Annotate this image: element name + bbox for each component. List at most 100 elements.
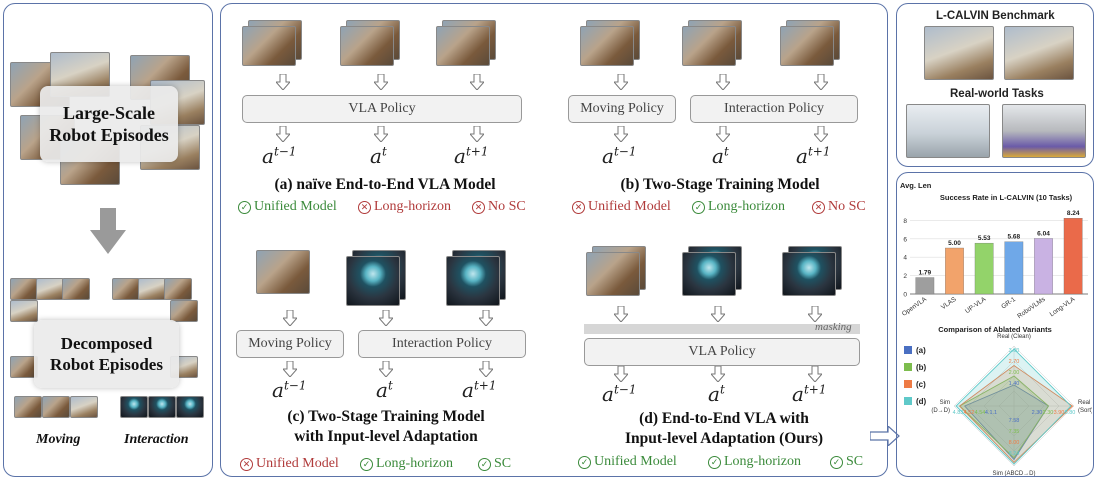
- radar-series: [955, 348, 1072, 465]
- legend-label: (b): [916, 363, 927, 372]
- y-tick-label: 6: [903, 236, 907, 243]
- badge-text: No SC: [828, 199, 866, 214]
- arrow-icon: [379, 310, 393, 326]
- interaction-policy-box: Interaction Policy: [358, 330, 526, 358]
- badge: ✓Unified Model: [578, 454, 677, 470]
- y-tick-label: 0: [903, 292, 907, 299]
- caption-d-line2: Input-level Adaptation (Ours): [624, 430, 824, 447]
- large-scale-line2: Robot Episodes: [49, 125, 169, 145]
- radar-value-label: 1.40: [1009, 381, 1020, 387]
- y-tick-label: 8: [903, 218, 907, 225]
- radar-value-label: 8.24: [1009, 451, 1020, 457]
- badge: ✕No SC: [472, 199, 526, 215]
- bar: [915, 277, 935, 295]
- bar-value-label: 1.79: [919, 270, 932, 277]
- cross-icon: ✕: [472, 200, 485, 214]
- interaction-policy-box: Interaction Policy: [690, 95, 858, 123]
- badge: ✕Unified Model: [240, 456, 339, 472]
- radar-value-label: 3.80: [1065, 410, 1076, 416]
- check-icon: ✓: [830, 455, 843, 469]
- arrow-icon: [283, 361, 297, 377]
- legend-swatch: [904, 397, 912, 405]
- realworld-title: Real-world Tasks: [950, 88, 1044, 100]
- masking-label: masking: [815, 321, 852, 333]
- action-output: at+1: [796, 144, 831, 168]
- radar-axis-label: (Sort): [1078, 408, 1092, 414]
- benchmark-image: [924, 26, 994, 80]
- badge-text: SC: [494, 456, 512, 471]
- radar-value-label: 4.1.1: [985, 410, 997, 416]
- cross-icon: ✕: [240, 457, 253, 471]
- action-superscript: t−1: [273, 144, 297, 159]
- legend-label: (c): [916, 380, 926, 389]
- badge-text: Unified Model: [588, 199, 671, 214]
- vla-policy-box: VLA Policy: [584, 338, 860, 366]
- radar-value-label: 7.58: [1009, 418, 1020, 424]
- badge: ✓Unified Model: [238, 199, 337, 215]
- radar-series: [958, 364, 1074, 464]
- arrow-icon: [374, 74, 388, 90]
- x-tick-label: RoboVLMs: [1016, 295, 1047, 320]
- badge: ✓Long-horizon: [708, 454, 801, 470]
- arrow-icon: [814, 126, 828, 142]
- radar-axis-label: Sim (ABCD→D): [993, 471, 1036, 476]
- vla-policy-box: VLA Policy: [242, 95, 522, 123]
- radar-series: [959, 375, 1050, 459]
- arrow-icon: [470, 126, 484, 142]
- large-scale-label-box: Large-Scale Robot Episodes: [40, 86, 178, 162]
- check-icon: ✓: [708, 455, 721, 469]
- action-superscript: t: [387, 378, 393, 393]
- badge-text: Unified Model: [254, 199, 337, 214]
- left-panel: [3, 3, 213, 477]
- moving-policy-box: Moving Policy: [236, 330, 344, 358]
- radar-axis-label: (D→D): [931, 408, 950, 414]
- interaction-label: Interaction: [124, 432, 189, 447]
- action-output: at: [712, 144, 729, 168]
- action-superscript: t: [381, 144, 387, 159]
- cross-icon: ✕: [572, 200, 585, 214]
- benchmark-title: L-CALVIN Benchmark: [936, 10, 1055, 22]
- action-superscript: t−1: [613, 144, 637, 159]
- legend-swatch: [904, 346, 912, 354]
- chart-title: Success Rate in L-CALVIN (10 Tasks): [940, 193, 1073, 202]
- y-tick-label: 4: [903, 255, 907, 262]
- action-output: at: [376, 378, 393, 402]
- badge: ✓Long-horizon: [692, 199, 785, 215]
- legend-swatch: [904, 380, 912, 388]
- radar-value-label: 4.52: [964, 410, 975, 416]
- large-scale-line1: Large-Scale: [63, 103, 155, 123]
- arrow-icon: [276, 126, 290, 142]
- action-output: at−1: [262, 144, 297, 168]
- radar-value-label: 2.30: [1043, 410, 1054, 416]
- down-arrow-icon: [90, 208, 126, 254]
- action-superscript: t: [719, 382, 725, 397]
- radar-value-label: 2.70: [1009, 359, 1020, 365]
- badge-text: Unified Model: [256, 456, 339, 471]
- arrow-icon: [470, 74, 484, 90]
- radar-series: [963, 384, 1050, 461]
- bar: [945, 247, 964, 295]
- arrow-icon: [716, 126, 730, 142]
- check-icon: ✓: [478, 457, 491, 471]
- badge-text: No SC: [488, 199, 526, 214]
- action-superscript: t+1: [473, 378, 497, 393]
- bar-value-label: 6.04: [1037, 230, 1050, 237]
- caption-d-line1: (d) End-to-End VLA with: [639, 410, 809, 427]
- action-output: at+1: [792, 382, 827, 406]
- decomposed-label-box: Decomposed Robot Episodes: [34, 320, 179, 388]
- cross-icon: ✕: [812, 200, 825, 214]
- chart-title: Comparison of Ablated Variants: [938, 325, 1052, 334]
- badge-text: Long-horizon: [374, 199, 451, 214]
- benchmark-panel: [896, 3, 1094, 167]
- arrow-icon: [614, 74, 628, 90]
- x-tick-label: Long-VLA: [1049, 296, 1077, 319]
- bar: [1063, 218, 1083, 295]
- arrow-icon: [716, 74, 730, 90]
- x-tick-label: VLAS: [940, 296, 958, 312]
- badge-text: SC: [846, 454, 864, 469]
- bar: [1004, 241, 1024, 295]
- action-output: at−1: [272, 378, 307, 402]
- radar-value-label: 3.80: [1009, 348, 1020, 354]
- action-superscript: t−1: [283, 378, 307, 393]
